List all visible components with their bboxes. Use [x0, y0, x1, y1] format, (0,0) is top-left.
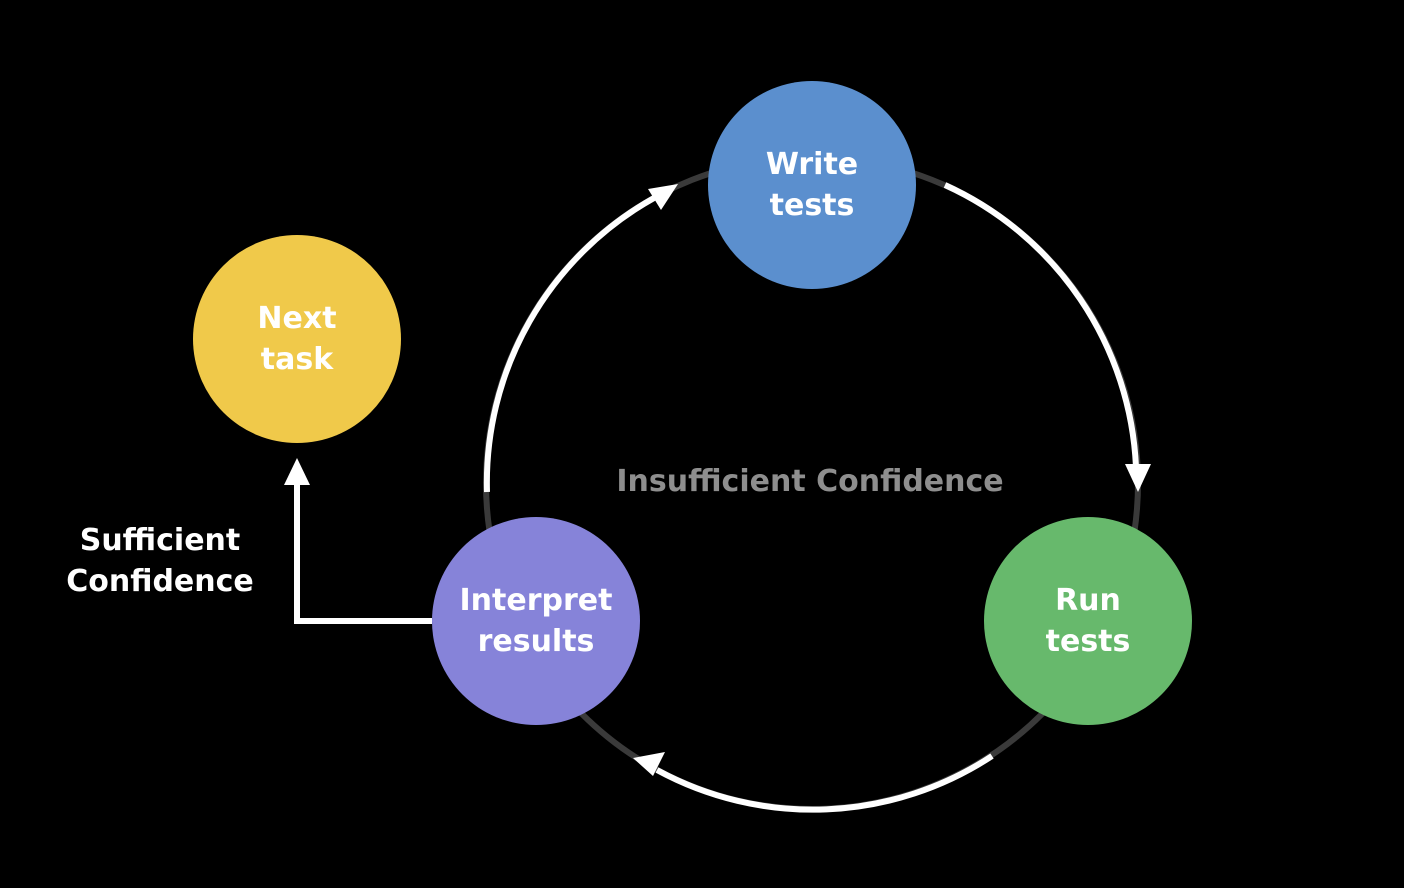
run-tests-node: Run tests — [984, 517, 1192, 725]
write-tests-node: Write tests — [708, 81, 916, 289]
run-tests-line1: Run — [1055, 583, 1121, 618]
next-task-line1: Next — [257, 301, 337, 336]
interpret-results-line2: results — [477, 624, 595, 659]
interpret-results-line1: Interpret — [459, 583, 613, 618]
sufficient-confidence-line2: Confidence — [66, 564, 254, 599]
arrowhead-interpret — [633, 752, 665, 776]
next-task-node: Next task — [193, 235, 401, 443]
arrowhead-write — [648, 184, 678, 210]
sufficient-confidence-label: Sufficient Confidence — [40, 520, 280, 602]
arrowhead-run — [1125, 464, 1151, 492]
interpret-results-node: Interpret results — [432, 517, 640, 725]
arrow-interpret-to-write — [483, 195, 656, 493]
arrow-write-to-run — [943, 182, 1139, 468]
write-tests-line2: tests — [769, 188, 855, 223]
sufficient-confidence-line1: Sufficient — [79, 523, 241, 558]
write-tests-line1: Write — [765, 147, 859, 182]
arrowhead-next — [284, 458, 310, 485]
run-tests-line2: tests — [1045, 624, 1131, 659]
insufficient-confidence-label: Insufficient Confidence — [616, 464, 1004, 499]
arrow-interpret-to-next — [294, 482, 432, 624]
next-task-line2: task — [260, 342, 334, 377]
arrow-run-to-interpret — [655, 753, 994, 813]
